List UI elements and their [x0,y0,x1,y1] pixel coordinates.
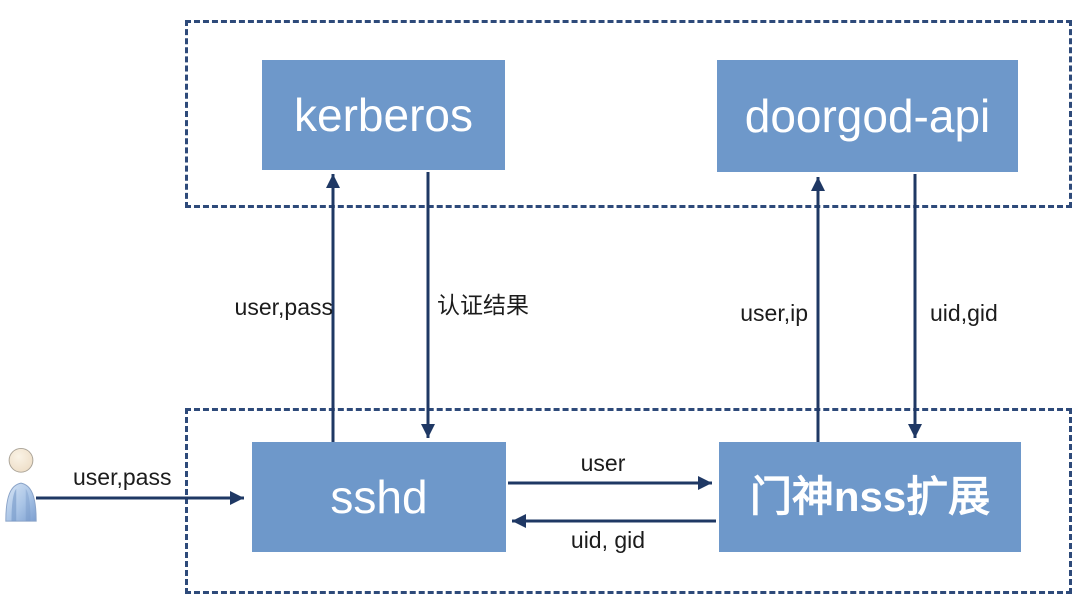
edge-label-auth-result: 认证结果 [437,292,529,318]
node-doorgod-nss-label: 门神nss扩展 [749,473,991,520]
node-doorgod-api: doorgod-api [717,60,1018,172]
edge-label-user-pass-kerberos: user,pass [234,294,333,320]
node-doorgod-nss: 门神nss扩展 [719,442,1021,552]
user-person-icon [5,447,37,522]
edge-label-uid-gid-api: uid,gid [930,300,998,326]
edge-label-user-pass-actor: user,pass [73,464,172,490]
node-kerberos-label: kerberos [294,89,473,141]
edge-label-uid-gid-nss: uid, gid [570,527,646,553]
node-doorgod-api-label: doorgod-api [744,90,991,142]
edge-label-user: user [580,450,626,476]
edge-label-user-ip: user,ip [740,300,808,326]
group-host-services [185,408,1072,594]
group-auth-services [185,20,1072,208]
node-sshd: sshd [252,442,506,552]
node-sshd-label: sshd [330,471,428,523]
node-kerberos: kerberos [262,60,505,170]
